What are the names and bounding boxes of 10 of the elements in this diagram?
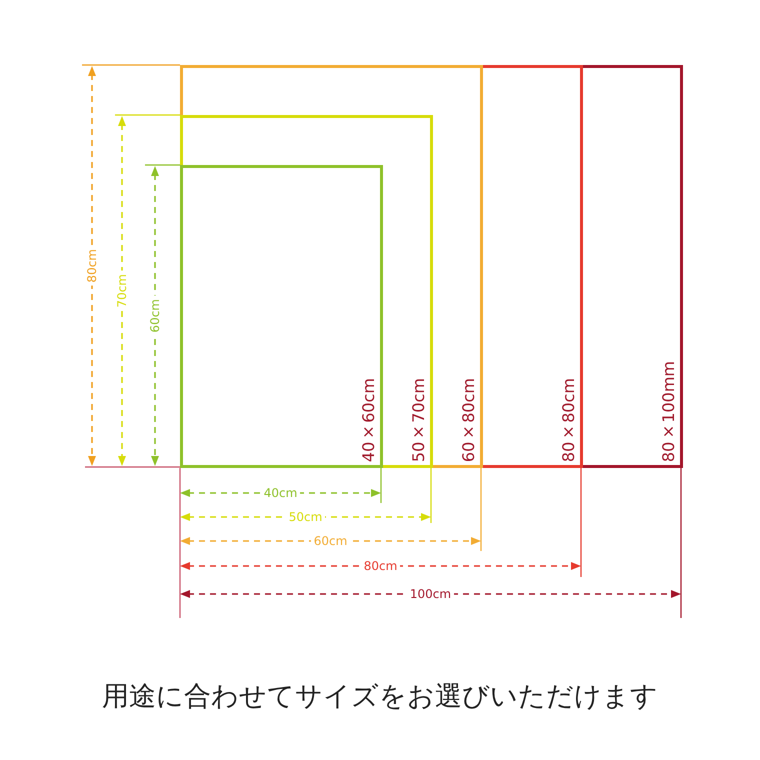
dimension-label: 60cm xyxy=(148,296,162,336)
size-label: 80×80cm xyxy=(561,378,577,462)
dimension-label: 100cm xyxy=(406,587,454,601)
caption: 用途に合わせてサイズをお選びいただけます xyxy=(101,680,659,714)
dimension-label: 60cm xyxy=(310,534,350,548)
dimension-label: 50cm xyxy=(286,510,326,524)
size-label: 50×70cm xyxy=(411,378,427,462)
size-label: 40×60cm xyxy=(361,378,377,462)
size-label: 80×100mm xyxy=(661,360,677,462)
size-label: 60×80cm xyxy=(461,378,477,462)
